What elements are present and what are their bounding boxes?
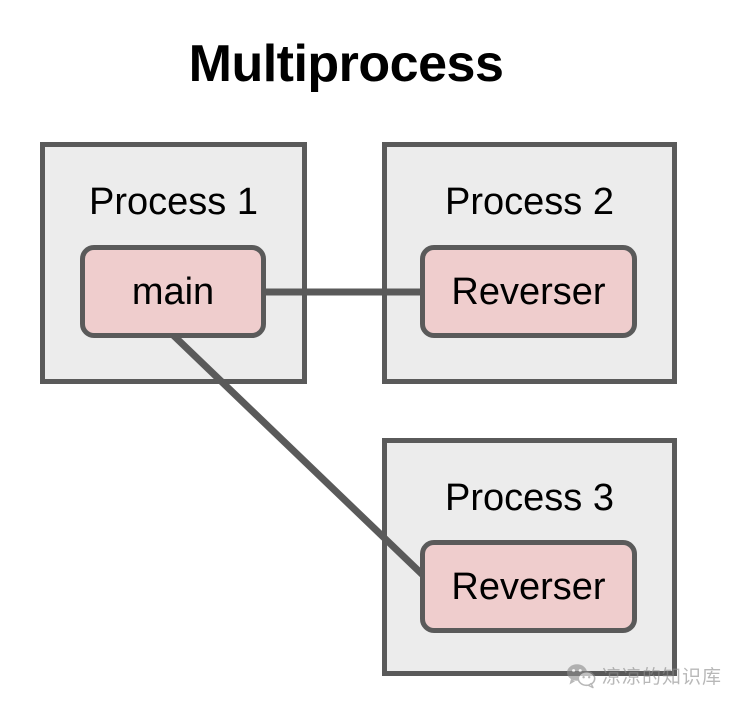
wechat-icon — [567, 663, 596, 688]
task-reverser-process3-label: Reverser — [451, 565, 606, 608]
task-reverser-process2-label: Reverser — [451, 270, 606, 313]
process-3-label: Process 3 — [445, 477, 614, 519]
task-box-reverser-process3[interactable]: Reverser — [420, 540, 637, 633]
watermark: 凉凉的知识库 — [566, 662, 722, 689]
task-main-label: main — [131, 270, 215, 313]
task-box-main[interactable]: main — [80, 245, 266, 338]
watermark-text: 凉凉的知识库 — [602, 666, 723, 688]
page-title: Multiprocess — [188, 35, 504, 93]
task-box-reverser-process2[interactable]: Reverser — [420, 245, 637, 338]
process-1-label: Process 1 — [89, 181, 258, 223]
process-2-label: Process 2 — [445, 181, 614, 223]
